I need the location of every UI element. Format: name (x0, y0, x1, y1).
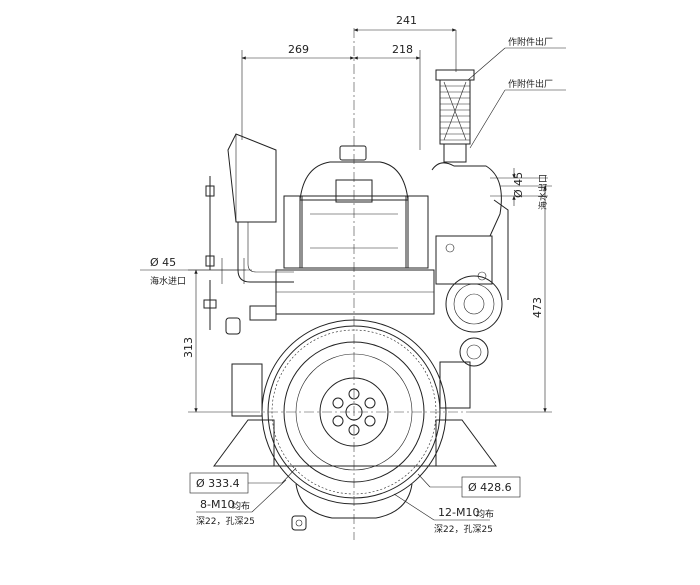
dim-raw-water-outlet: Ø 45 (512, 172, 525, 198)
accessory-leaders (467, 47, 566, 149)
engine-body (203, 133, 509, 417)
dim-overall-right: 241 (396, 14, 417, 27)
note-bolts-8-a: 均布 (232, 500, 250, 512)
mounting-feet (213, 419, 497, 467)
dim-flywheel-housing-dia: Ø 428.6 (468, 481, 512, 494)
diameter-leaders (189, 467, 521, 498)
dim-flywheel-dia: Ø 333.4 (196, 477, 240, 490)
bolt-leaders (196, 479, 490, 521)
raw-water-inlet-leader (140, 258, 252, 284)
note-bolts-12-a: 均布 (476, 508, 494, 520)
exhaust-bellows (435, 69, 475, 163)
note-bolts-12-b: 深22，孔深25 (434, 524, 493, 535)
note-accessory-1: 作附件出厂 (508, 36, 553, 48)
dim-outlet-height: 473 (531, 297, 544, 318)
note-bolts-8-b: 深22，孔深25 (196, 516, 255, 527)
top-dimensions (241, 28, 457, 150)
dim-raw-water-inlet: Ø 45 (150, 256, 176, 269)
dim-inlet-height: 313 (182, 337, 195, 358)
note-raw-water-inlet: 海水进口 (150, 275, 186, 287)
dim-right-width: 218 (392, 43, 413, 56)
note-accessory-2: 作附件出厂 (508, 78, 553, 90)
flywheel-assembly (261, 319, 447, 531)
note-bolts-12: 12-M10 (438, 506, 479, 519)
raw-water-outlet-leader (490, 168, 548, 206)
dim-473-lines (470, 185, 552, 413)
dim-left-width: 269 (288, 43, 309, 56)
dim-313-lines (188, 269, 250, 413)
note-raw-water-outlet: 海水出口 (537, 174, 549, 210)
note-bolts-8: 8-M10 (200, 498, 234, 511)
